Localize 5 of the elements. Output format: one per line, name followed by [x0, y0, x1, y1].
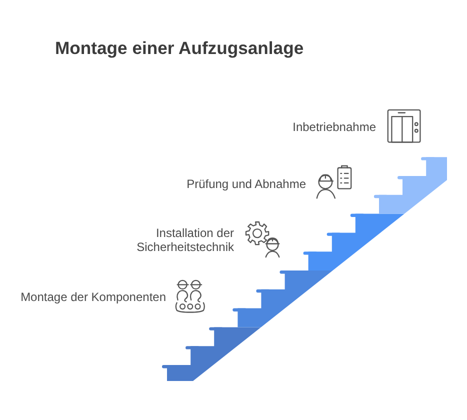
step-label: Installation der Sicherheitstechnik [136, 226, 234, 254]
step-label: Montage der Komponenten [20, 290, 166, 304]
step-label: Prüfung und Abnahme [186, 177, 306, 191]
title: Montage einer Aufzugsanlage [55, 37, 304, 59]
step-label: Inbetriebnahme [292, 120, 376, 134]
